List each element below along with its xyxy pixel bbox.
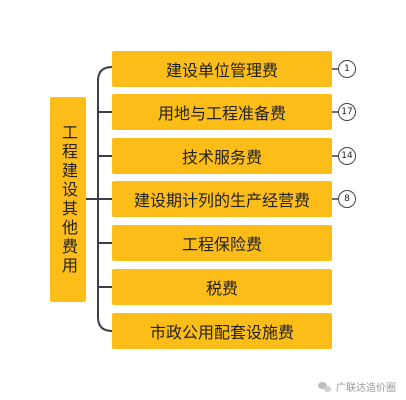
child-node[interactable]: 用地与工程准备费 (112, 94, 332, 130)
root-node-label: 工程建设其他费用 (59, 123, 78, 276)
watermark: 广联达造价圈 (318, 379, 396, 394)
child-node-label: 建设单位管理费 (165, 61, 278, 80)
child-node[interactable]: 技术服务费 (112, 138, 332, 174)
watermark-text: 广联达造价圈 (336, 383, 396, 394)
child-node[interactable]: 工程保险费 (112, 225, 332, 261)
child-node[interactable]: 建设期计列的生产经营费 (112, 181, 332, 217)
count-badge[interactable]: 14 (338, 147, 356, 165)
child-node[interactable]: 市政公用配套设施费 (112, 313, 332, 349)
child-node[interactable]: 建设单位管理费 (112, 51, 332, 87)
child-node-label: 技术服务费 (181, 148, 262, 167)
root-node[interactable]: 工程建设其他费用 (50, 97, 86, 302)
count-badge[interactable]: 1 (338, 60, 356, 78)
wechat-icon (318, 381, 332, 392)
child-node-label: 用地与工程准备费 (157, 104, 286, 123)
child-node-label: 市政公用配套设施费 (149, 323, 294, 342)
count-badge[interactable]: 17 (338, 103, 356, 121)
child-node-label: 税费 (205, 279, 238, 298)
child-node-label: 工程保险费 (181, 235, 262, 254)
child-node-label: 建设期计列的生产经营费 (133, 191, 310, 210)
count-badge[interactable]: 8 (338, 190, 356, 208)
child-node[interactable]: 税费 (112, 269, 332, 305)
